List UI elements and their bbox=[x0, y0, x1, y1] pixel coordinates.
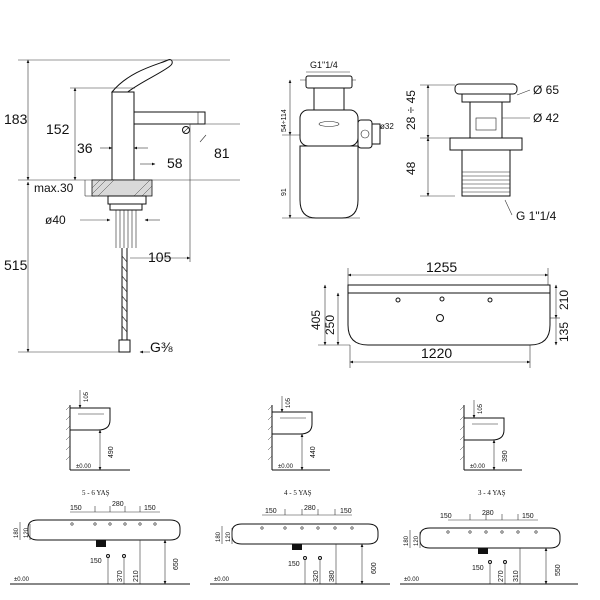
front2-l180: 180 bbox=[216, 531, 222, 542]
front3-w150b: 150 bbox=[522, 513, 534, 520]
front-view-3: 150 280 150 180 120 150 270 310 550 ±0.0… bbox=[400, 510, 578, 585]
side2-caption: 4 - 5 YAŞ bbox=[284, 489, 312, 497]
side3-height: 390 bbox=[502, 450, 509, 462]
faucet-reach: 105 bbox=[148, 249, 172, 265]
front3-w150a: 150 bbox=[440, 513, 452, 520]
faucet-thread: G⅜ bbox=[150, 339, 173, 355]
faucet-dim-36: 36 bbox=[77, 140, 93, 156]
siphon-thread-top: G1"1/4 bbox=[310, 60, 338, 70]
side2-height: 440 bbox=[310, 446, 317, 458]
basin-width-top: 1255 bbox=[426, 259, 457, 275]
front2-w150b: 150 bbox=[340, 508, 352, 515]
front1-p150: 150 bbox=[90, 558, 102, 565]
faucet-dim-183: 183 bbox=[4, 111, 28, 127]
basin-depth: 405 bbox=[309, 310, 323, 330]
front1-w280: 280 bbox=[112, 501, 124, 508]
side-view-2: 105 440 ±0.00 4 - 5 YAŞ bbox=[267, 396, 330, 497]
side2-floor: ±0.00 bbox=[278, 464, 294, 470]
front1-w150a: 150 bbox=[70, 505, 82, 512]
side1-floor: ±0.00 bbox=[76, 464, 92, 470]
basin-d250: 250 bbox=[323, 315, 337, 335]
front1-p210: 210 bbox=[133, 570, 140, 582]
front1-floor: ±0.00 bbox=[14, 577, 30, 583]
front1-w150b: 150 bbox=[144, 505, 156, 512]
front2-w150a: 150 bbox=[265, 508, 277, 515]
front3-floor: ±0.00 bbox=[404, 577, 420, 583]
drain-h48: 48 bbox=[404, 161, 418, 175]
side-view-1: 105 490 ±0.00 5 - 6 YAŞ bbox=[65, 390, 130, 497]
faucet-diameter: ø40 bbox=[45, 213, 66, 227]
siphon-drawing: G1"1/4 54÷114 91 ø32 bbox=[281, 60, 394, 219]
side1-top: 105 bbox=[84, 391, 90, 402]
drain-d42: Ø 42 bbox=[533, 111, 559, 125]
front2-p150: 150 bbox=[288, 561, 300, 568]
front3-p270: 270 bbox=[498, 570, 505, 582]
side1-caption: 5 - 6 YAŞ bbox=[82, 489, 110, 497]
faucet-dim-81: 81 bbox=[214, 145, 230, 161]
faucet-dim-152: 152 bbox=[46, 121, 70, 137]
basin-d135: 135 bbox=[557, 322, 571, 342]
front-view-1: 150 280 150 180 120 150 370 210 650 ±0.0… bbox=[10, 501, 190, 585]
faucet-hose-length: 515 bbox=[4, 257, 28, 273]
drain-range: 28 ÷ 45 bbox=[404, 90, 418, 130]
drain-d65: Ø 65 bbox=[533, 83, 559, 97]
faucet-dim-58: 58 bbox=[167, 155, 183, 171]
front3-height: 550 bbox=[555, 564, 562, 576]
front2-p380: 380 bbox=[329, 570, 336, 582]
siphon-height: 91 bbox=[281, 188, 288, 196]
side-view-3: 105 390 ±0.00 3 - 4 YAŞ bbox=[459, 400, 522, 497]
basin-width-bottom: 1220 bbox=[421, 345, 452, 361]
front3-p150: 150 bbox=[472, 565, 484, 572]
front2-floor: ±0.00 bbox=[214, 577, 230, 583]
side1-height: 490 bbox=[108, 446, 115, 458]
front2-w280: 280 bbox=[304, 505, 316, 512]
front2-height: 600 bbox=[371, 562, 378, 574]
front3-l180: 180 bbox=[404, 535, 410, 546]
basin-d210: 210 bbox=[557, 290, 571, 310]
drain-thread: G 1"1/4 bbox=[516, 209, 557, 223]
front3-l120: 120 bbox=[414, 535, 420, 546]
front1-l180: 180 bbox=[14, 527, 20, 538]
side3-top: 105 bbox=[478, 403, 484, 414]
side3-caption: 3 - 4 YAŞ bbox=[478, 489, 506, 497]
faucet-max-thickness: max.30 bbox=[34, 181, 74, 195]
front-view-2: 150 280 150 180 120 150 320 380 600 ±0.0… bbox=[210, 505, 390, 585]
side2-top: 105 bbox=[286, 397, 292, 408]
front2-l120: 120 bbox=[226, 531, 232, 542]
siphon-range: 54÷114 bbox=[281, 109, 288, 132]
side3-floor: ±0.00 bbox=[470, 464, 486, 470]
siphon-outlet: ø32 bbox=[380, 122, 394, 131]
front1-l120: 120 bbox=[24, 527, 30, 538]
front2-p320: 320 bbox=[313, 570, 320, 582]
front3-w280: 280 bbox=[482, 510, 494, 517]
drain-drawing: Ø 65 Ø 42 28 ÷ 45 48 G 1"1/4 bbox=[404, 83, 559, 223]
front1-p370: 370 bbox=[117, 570, 124, 582]
basin-plan: 1255 1220 405 250 210 135 bbox=[309, 259, 571, 368]
front1-height: 650 bbox=[173, 558, 180, 570]
faucet-drawing: 183 152 36 58 81 max.30 ø40 105 515 G⅜ bbox=[4, 59, 240, 355]
front3-p310: 310 bbox=[513, 570, 520, 582]
